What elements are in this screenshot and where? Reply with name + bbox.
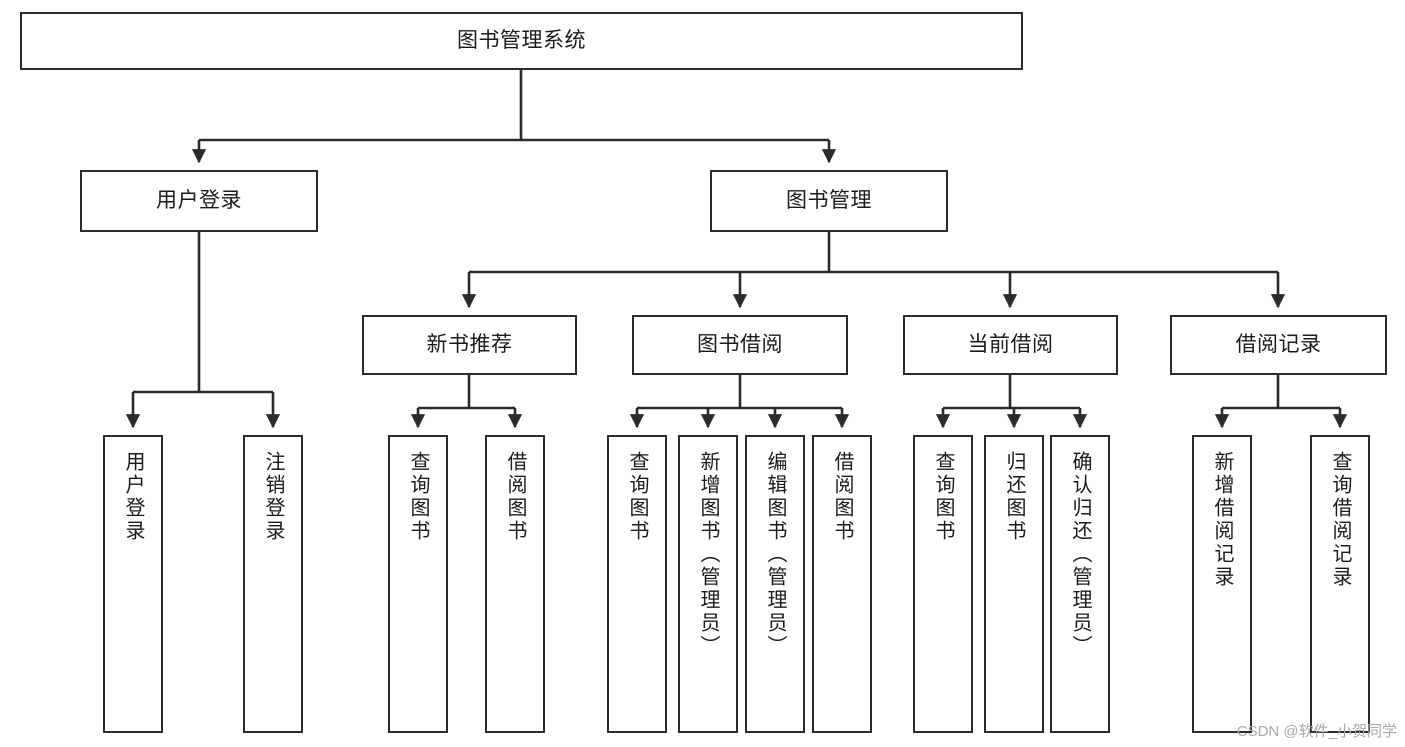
node-label: 图书借阅	[697, 332, 783, 356]
node-label: 图书管理	[786, 188, 872, 212]
node-leaf-cb-query-book[interactable]: 查询图书	[913, 435, 973, 733]
node-book-borrow[interactable]: 图书借阅	[632, 315, 848, 375]
node-leaf-cb-confirm-return[interactable]: 确认归还（管理员）	[1050, 435, 1110, 733]
node-leaf-br-add-record[interactable]: 新增借阅记录	[1192, 435, 1252, 733]
node-label: 新书推荐	[426, 332, 513, 356]
node-label: 借阅图书	[504, 451, 526, 543]
node-leaf-user-login[interactable]: 用户登录	[103, 435, 163, 733]
node-label: 查询图书	[932, 451, 954, 543]
node-label: 归还图书	[1003, 451, 1025, 543]
node-leaf-cb-return-book[interactable]: 归还图书	[984, 435, 1044, 733]
node-label: 借阅图书	[831, 451, 853, 543]
node-leaf-bb-borrow-book[interactable]: 借阅图书	[812, 435, 872, 733]
node-label: 新增图书（管理员）	[697, 451, 719, 658]
node-label: 查询图书	[626, 451, 648, 543]
node-label: 借阅记录	[1235, 332, 1322, 356]
node-leaf-bb-edit-book[interactable]: 编辑图书（管理员）	[745, 435, 805, 733]
node-leaf-user-logout[interactable]: 注销登录	[243, 435, 303, 733]
node-leaf-br-query-record[interactable]: 查询借阅记录	[1310, 435, 1370, 733]
node-user-login[interactable]: 用户登录	[80, 170, 318, 232]
node-borrow-record[interactable]: 借阅记录	[1170, 315, 1387, 375]
node-book-manage[interactable]: 图书管理	[710, 170, 948, 232]
node-label: 图书管理系统	[457, 28, 586, 52]
node-new-book-recommend[interactable]: 新书推荐	[362, 315, 577, 375]
node-label: 用户登录	[122, 451, 144, 543]
node-label: 注销登录	[262, 451, 284, 543]
node-leaf-rec-borrow-book[interactable]: 借阅图书	[485, 435, 545, 733]
node-label: 确认归还（管理员）	[1069, 451, 1091, 658]
node-label: 查询借阅记录	[1329, 451, 1351, 589]
node-label: 查询图书	[407, 451, 429, 543]
node-label: 编辑图书（管理员）	[764, 451, 786, 658]
csdn-watermark: CSDN @软件_小贺同学	[1236, 723, 1397, 740]
node-leaf-bb-add-book[interactable]: 新增图书（管理员）	[678, 435, 738, 733]
node-label: 当前借阅	[967, 332, 1054, 356]
node-current-borrow[interactable]: 当前借阅	[903, 315, 1118, 375]
node-root-system[interactable]: 图书管理系统	[20, 12, 1023, 70]
node-label: 新增借阅记录	[1211, 451, 1233, 589]
node-leaf-rec-query-book[interactable]: 查询图书	[388, 435, 448, 733]
node-label: 用户登录	[156, 188, 242, 212]
node-leaf-bb-query-book[interactable]: 查询图书	[607, 435, 667, 733]
